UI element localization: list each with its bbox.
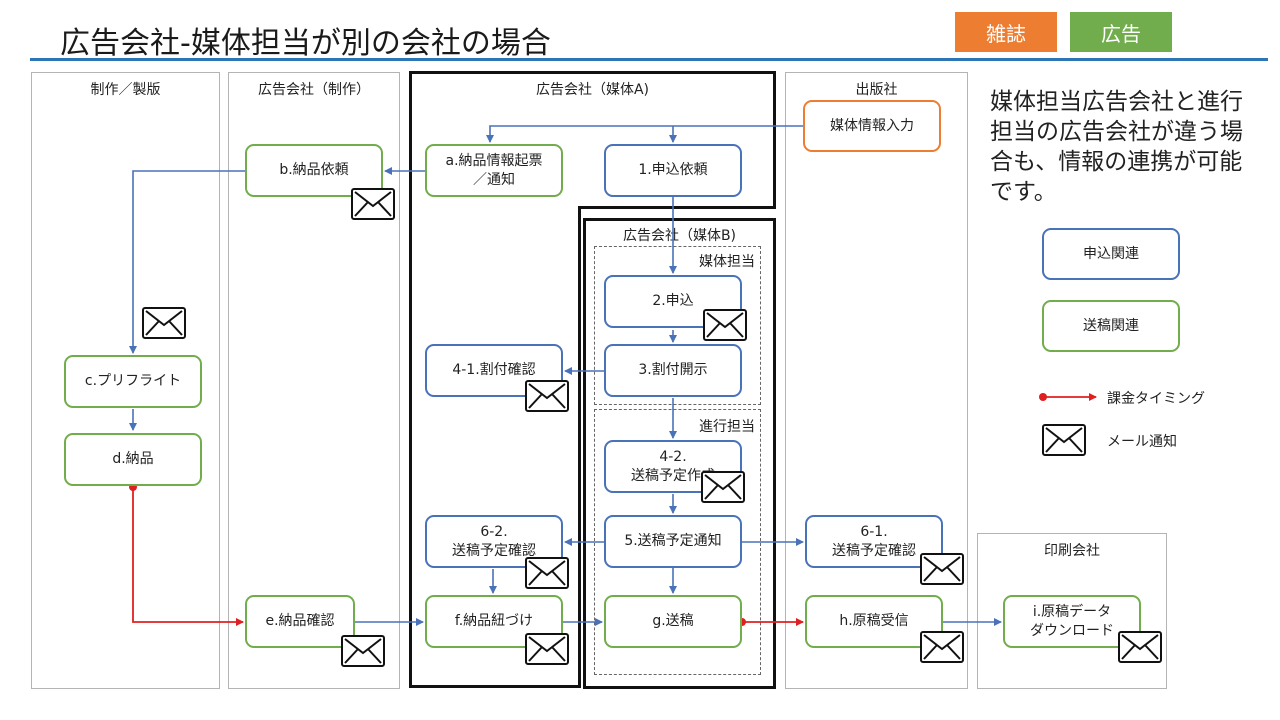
mail-icon bbox=[525, 633, 569, 665]
node-d-delivery[interactable]: d.納品 bbox=[64, 433, 202, 486]
description-note: 媒体担当広告会社と進行担当の広告会社が違う場合も、情報の連携が可能です。 bbox=[990, 89, 1243, 205]
lane-ad-media-a-left bbox=[409, 71, 581, 688]
lane-ad-media-a-step bbox=[578, 206, 776, 209]
node-g-submission[interactable]: g.送稿 bbox=[604, 595, 742, 648]
billing-arrow-d-e bbox=[132, 487, 244, 626]
lane-ad-media-b-label: 広告会社（媒体B) bbox=[622, 228, 737, 244]
title-underline bbox=[30, 58, 1268, 61]
legend-mail-label: メール通知 bbox=[1107, 434, 1177, 450]
lane-production-label: 制作／製版 bbox=[90, 82, 161, 98]
lane-printing-label: 印刷会社 bbox=[1044, 543, 1100, 559]
arrow-b-c bbox=[129, 170, 245, 354]
lane-ad-production-label: 広告会社（制作） bbox=[258, 82, 370, 98]
lane-ad-media-a-divider bbox=[578, 206, 581, 688]
page-title: 広告会社-媒体担当が別の会社の場合 bbox=[60, 26, 551, 61]
mail-icon bbox=[351, 188, 395, 220]
mail-icon bbox=[920, 553, 964, 585]
mail-icon bbox=[703, 309, 747, 341]
mail-icon bbox=[142, 307, 186, 339]
node-5-schedule-notice[interactable]: 5.送稿予定通知 bbox=[604, 515, 742, 568]
arrow-mediainfo-a bbox=[486, 125, 803, 143]
magazine-tag[interactable]: 雑誌 bbox=[955, 12, 1057, 52]
node-c-preflight[interactable]: c.プリフライト bbox=[64, 355, 202, 408]
mail-icon bbox=[1042, 424, 1086, 456]
mail-icon bbox=[341, 635, 385, 667]
node-e-delivery-check[interactable]: e.納品確認 bbox=[245, 595, 355, 648]
node-4-1-allocation-check[interactable]: 4-1.割付確認 bbox=[425, 344, 563, 397]
ad-tag[interactable]: 広告 bbox=[1070, 12, 1172, 52]
node-i-download[interactable]: i.原稿データ ダウンロード bbox=[1003, 595, 1141, 648]
mail-icon bbox=[701, 471, 745, 503]
lane-publisher bbox=[785, 72, 968, 689]
lane-ad-media-a-topline bbox=[409, 71, 776, 74]
node-b-delivery-request[interactable]: b.納品依頼 bbox=[245, 144, 383, 197]
legend-billing-dot bbox=[1039, 393, 1047, 401]
group-media-staff bbox=[594, 246, 761, 405]
legend-application-box: 申込関連 bbox=[1042, 228, 1180, 280]
mail-icon bbox=[525, 380, 569, 412]
node-1-application-request[interactable]: 1.申込依頼 bbox=[604, 144, 742, 197]
group-media-staff-label: 媒体担当 bbox=[699, 254, 755, 270]
lane-ad-media-b bbox=[583, 218, 776, 689]
legend-billing-label: 課金タイミング bbox=[1107, 391, 1205, 407]
node-3-allocation-open[interactable]: 3.割付開示 bbox=[604, 344, 742, 397]
mail-icon bbox=[525, 557, 569, 589]
mail-icon bbox=[1118, 631, 1162, 663]
legend-submission-box: 送稿関連 bbox=[1042, 300, 1180, 352]
mail-icon bbox=[920, 631, 964, 663]
node-media-info-input[interactable]: 媒体情報入力 bbox=[803, 100, 941, 152]
node-a-delivery-info[interactable]: a.納品情報起票 ／通知 bbox=[425, 144, 563, 197]
lane-ad-media-a-label: 広告会社（媒体A) bbox=[535, 82, 650, 98]
group-progress-staff-label: 進行担当 bbox=[699, 419, 755, 435]
lane-publisher-label: 出版社 bbox=[855, 82, 898, 98]
